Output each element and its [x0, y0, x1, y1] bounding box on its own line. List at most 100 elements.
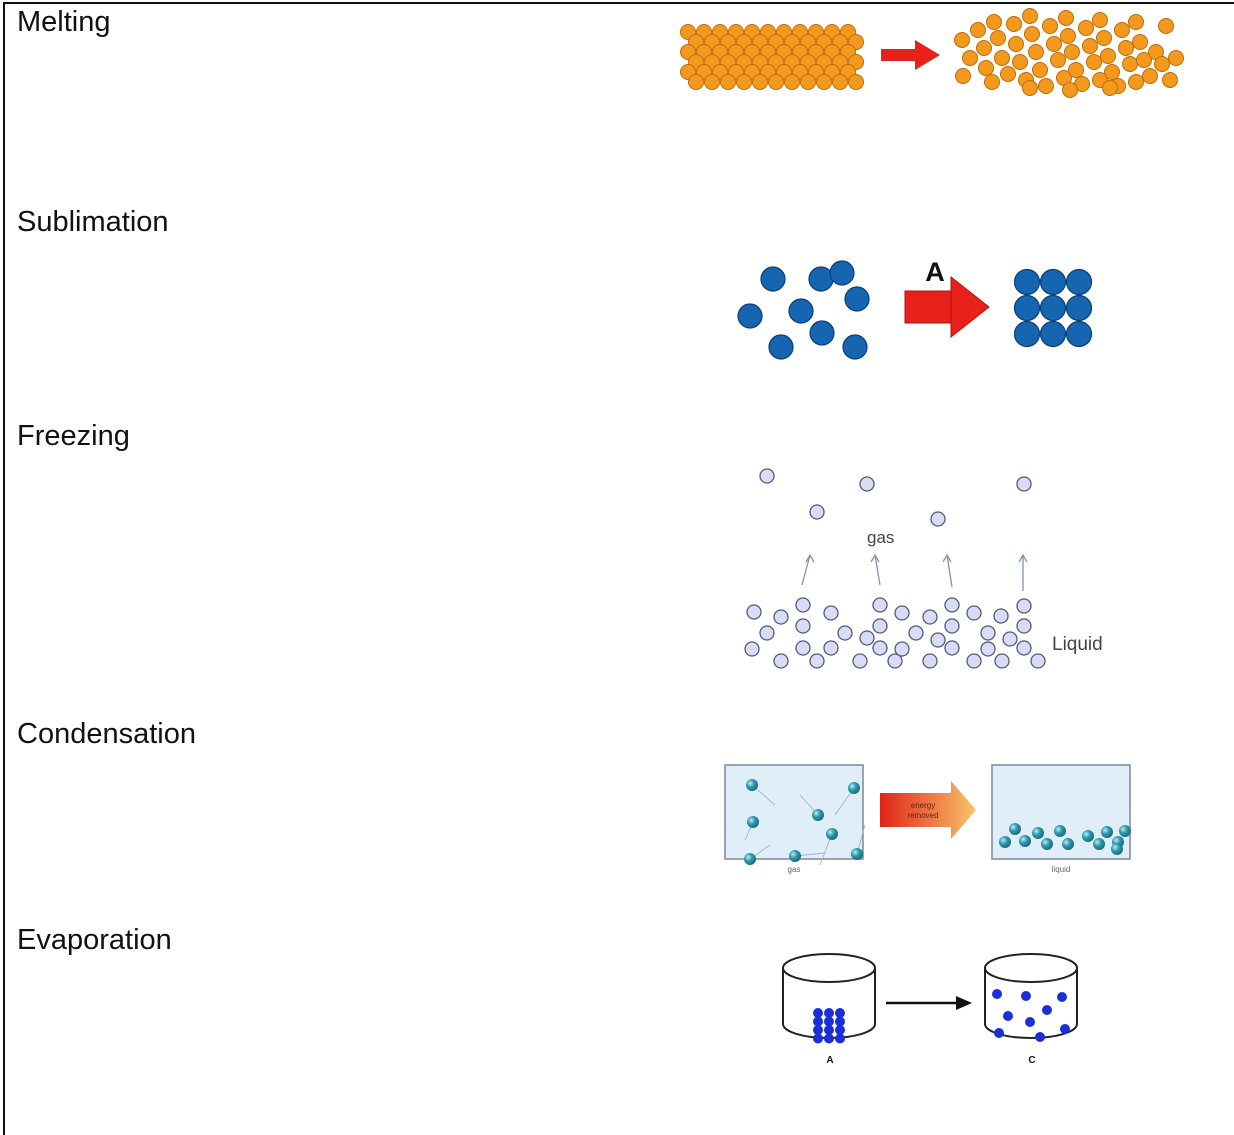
- particle: [824, 1025, 834, 1035]
- particle: [1154, 56, 1170, 72]
- particle: [795, 640, 811, 656]
- melting-solid-particles: [680, 24, 864, 90]
- particle: [976, 40, 992, 56]
- particle: [1060, 1024, 1070, 1034]
- particle: [1100, 48, 1116, 64]
- particle: [1039, 268, 1067, 296]
- particle: [944, 618, 960, 634]
- particle: [816, 74, 832, 90]
- particle: [994, 653, 1010, 669]
- condensation-right-caption: liquid: [1052, 865, 1071, 874]
- sublimation-gas-particles: [737, 260, 870, 360]
- particle: [1042, 18, 1058, 34]
- particle: [736, 74, 752, 90]
- particle: [1060, 28, 1076, 44]
- particle: [848, 782, 860, 794]
- condensation-liquid-box: [991, 764, 1131, 860]
- particle: [1022, 8, 1038, 24]
- particle: [955, 68, 971, 84]
- particle: [1114, 22, 1130, 38]
- particle: [1128, 74, 1144, 90]
- particle: [1168, 50, 1184, 66]
- condensation-arrow-icon: [880, 781, 976, 839]
- particle: [1142, 68, 1158, 84]
- particle: [773, 609, 789, 625]
- particle: [823, 640, 839, 656]
- particle: [851, 848, 863, 860]
- particle: [993, 608, 1009, 624]
- particle: [1038, 78, 1054, 94]
- melting-arrow-icon: [881, 40, 940, 70]
- particle: [1119, 825, 1131, 837]
- evaporation-particles-a: [813, 1008, 845, 1044]
- particle: [760, 266, 786, 292]
- particle: [1016, 476, 1032, 492]
- particle: [872, 618, 888, 634]
- particle: [894, 641, 910, 657]
- particle: [1022, 80, 1038, 96]
- evaporation-arrow-icon: [886, 996, 972, 1010]
- up-arrow-icon: [801, 554, 811, 586]
- particle: [773, 653, 789, 669]
- particle: [980, 641, 996, 657]
- particle: [944, 597, 960, 613]
- particle: [837, 625, 853, 641]
- particle: [704, 74, 720, 90]
- sublimation-arrow-icon: [904, 275, 990, 339]
- row-label-evaporation: Evaporation: [17, 924, 172, 956]
- particle: [1162, 72, 1178, 88]
- particle: [1021, 991, 1031, 1001]
- particle: [746, 779, 758, 791]
- particle: [1064, 44, 1080, 60]
- particle: [859, 630, 875, 646]
- particle: [1000, 66, 1016, 82]
- particle: [1092, 12, 1108, 28]
- particle: [1039, 320, 1067, 348]
- sublimation-arrow-label: A: [925, 257, 945, 287]
- particle: [1158, 18, 1174, 34]
- particle: [1030, 653, 1046, 669]
- particle: [1016, 618, 1032, 634]
- particle: [990, 30, 1006, 46]
- evaporation-left-caption: A: [826, 1055, 833, 1066]
- particle: [1006, 16, 1022, 32]
- freezing-gas-particles: [759, 468, 1032, 527]
- particle: [829, 260, 855, 286]
- page-frame: [3, 2, 1234, 1135]
- particle: [1062, 82, 1078, 98]
- particle: [1013, 320, 1041, 348]
- particle: [737, 303, 763, 329]
- particle: [944, 640, 960, 656]
- particle: [1078, 20, 1094, 36]
- particle: [795, 618, 811, 634]
- particle: [1016, 598, 1032, 614]
- particle: [1101, 826, 1113, 838]
- particle: [992, 989, 1002, 999]
- sublimation-solid-particles: [1013, 268, 1093, 348]
- evaporation-right-caption: C: [1028, 1055, 1035, 1066]
- particle: [1028, 44, 1044, 60]
- particle: [1024, 26, 1040, 42]
- particle: [808, 266, 834, 292]
- particle: [894, 605, 910, 621]
- particle: [1093, 838, 1105, 850]
- particle: [1104, 64, 1120, 80]
- particle: [966, 605, 982, 621]
- particle: [966, 653, 982, 669]
- row-label-sublimation: Sublimation: [17, 206, 169, 238]
- melting-figure: [680, 8, 1184, 98]
- particle: [1016, 640, 1032, 656]
- particle: [1118, 40, 1134, 56]
- particle: [744, 641, 760, 657]
- particle: [844, 286, 870, 312]
- particle: [784, 74, 800, 90]
- freezing-liquid-particles: [744, 597, 1046, 669]
- freezing-liquid-label: Liquid: [1052, 634, 1103, 655]
- particle: [986, 14, 1002, 30]
- particle: [872, 640, 888, 656]
- particle: [746, 604, 762, 620]
- particle: [1086, 54, 1102, 70]
- particle: [813, 1025, 823, 1035]
- particle: [984, 74, 1000, 90]
- condensation-gas-particles: [744, 779, 866, 866]
